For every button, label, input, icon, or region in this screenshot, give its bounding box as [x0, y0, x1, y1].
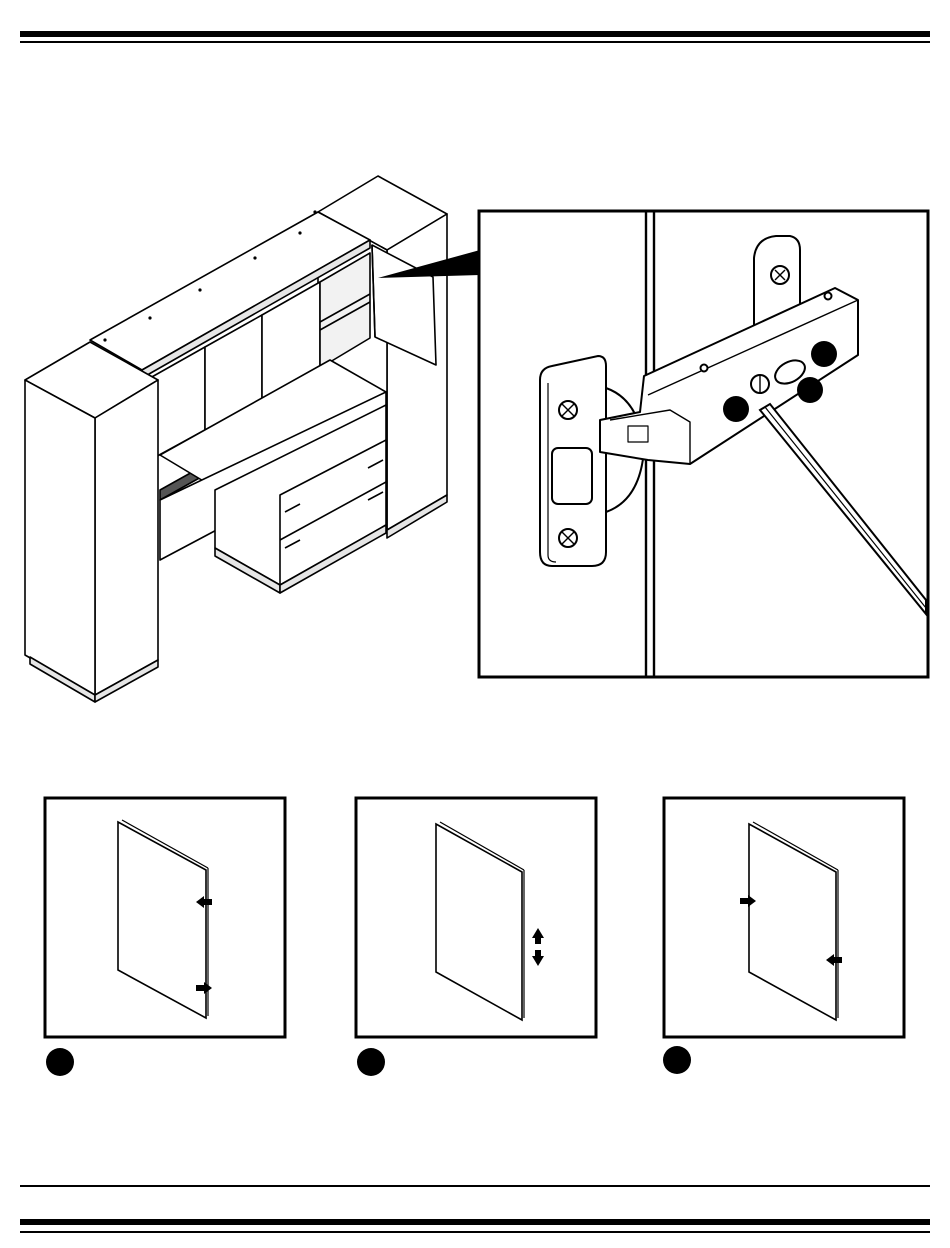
step-3-panel — [664, 798, 904, 1037]
hinge-detail-panel — [479, 211, 928, 677]
step-1-panel — [45, 798, 285, 1037]
step-2-marker-dot — [357, 1048, 385, 1076]
left-tower — [25, 342, 158, 702]
step-2-panel — [356, 798, 596, 1037]
step-3-marker-dot — [663, 1046, 691, 1074]
wall-unit-illustration — [25, 176, 447, 702]
step-1-marker-dot — [46, 1048, 74, 1076]
